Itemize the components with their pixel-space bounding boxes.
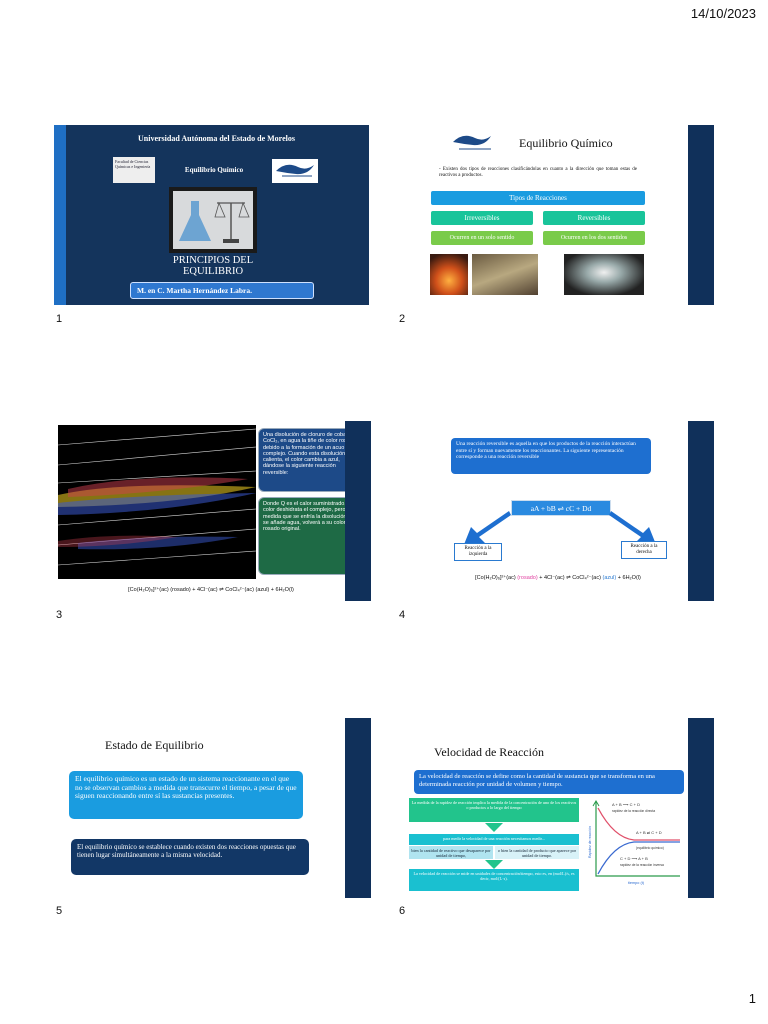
cobalt-equation: [Co(H₂O)₆]²⁺(ac) (rosado) + 4Cl⁻(ac) ⇌ C…: [128, 587, 294, 593]
flow-step-3a: bien la cantidad de reactivo que desapar…: [409, 846, 493, 859]
slide-number-6: 6: [399, 905, 406, 917]
graph-bottom-caption: rapidez de la reacción inversa: [620, 863, 664, 867]
slide-4[interactable]: Una reacción reversible es aquella en qu…: [399, 421, 714, 601]
farmacia-logo: [272, 159, 318, 183]
flow-arrow-1: [485, 823, 503, 832]
equilibrium-condition: El equilibrio químico se establece cuand…: [71, 839, 309, 875]
general-reaction: aA + bB ⇌ cC + Dd: [511, 500, 611, 516]
fire-photo: [430, 254, 468, 295]
slide-subtitle: Equilibrio Químico: [184, 166, 244, 174]
flow-step-3b: o bien la cantidad de producto que apare…: [495, 846, 579, 859]
slide-number-5: 5: [56, 905, 63, 917]
lab-glassware-photo: [169, 187, 257, 253]
slide-number-1: 1: [56, 313, 63, 325]
reaction-photo: [472, 254, 538, 295]
graph-top-caption: rapidez de la reacción directa: [612, 809, 655, 813]
cobalt-equation-colored: [Co(H₂O)₆]²⁺(ac) (rosado) + 4Cl⁻(ac) ⇌ C…: [413, 575, 703, 581]
flow-arrow-2: [485, 860, 503, 869]
slide-sidebar: [345, 421, 371, 601]
slide-description: - Existen dos tipos de reacciones clasif…: [439, 167, 637, 178]
slide-number-2: 2: [399, 313, 406, 325]
spectrum-image: [57, 425, 257, 579]
eq-pink-label: (rosado): [517, 575, 538, 581]
slide-2[interactable]: Equilibrio Químico - Existen dos tipos d…: [399, 125, 714, 305]
presentation-title: PRINCIPIOS DEL EQUILIBRIO: [172, 255, 254, 277]
two-way-label: Ocurren en los dos sentidos: [543, 231, 645, 245]
graph-x-label: tiempo (t): [628, 881, 645, 885]
author-banner: M. en C. Martha Hernández Labra.: [130, 282, 314, 299]
university-name: Universidad Autónoma del Estado de Morel…: [138, 134, 295, 143]
reaction-types-header: Tipos de Reacciones: [431, 191, 645, 205]
page-date: 14/10/2023: [690, 6, 756, 21]
flask-photo: [564, 254, 644, 295]
slide-6[interactable]: Velocidad de Reacción La velocidad de re…: [399, 718, 714, 898]
accent-stripe: [54, 125, 66, 305]
slide-3[interactable]: Una disolución de cloruro de cobalto, Co…: [56, 421, 371, 601]
slide-title: Estado de Equilibrio: [105, 738, 204, 752]
eq-blue-label: (azul): [602, 575, 617, 581]
faculty-logo-left: Facultad de Ciencias Químicas e Ingenier…: [113, 157, 155, 183]
one-way-label: Ocurren en un solo sentido: [431, 231, 533, 245]
flow-step-1: La medida de la rapidez de reacción impl…: [409, 798, 579, 822]
eq-reactant: [Co(H₂O)₆]²⁺(ac): [475, 575, 516, 581]
slide-number-3: 3: [56, 609, 63, 621]
graph-mid-reaction: A + B ⇌ C + D: [636, 830, 662, 835]
slide-number-4: 4: [399, 609, 406, 621]
slide-sidebar: [345, 718, 371, 898]
graph-bottom-reaction: C + D ⟶ A + B: [620, 856, 648, 861]
graph-y-label: Rapidez de reacción: [588, 826, 592, 858]
eq-product: + 6H₂O(l): [617, 575, 641, 581]
equilibrium-definition: El equilibrio químico es un estado de un…: [69, 771, 303, 819]
flow-step-2: para medir la velocidad de una reacción …: [409, 834, 579, 845]
slide-5[interactable]: Estado de Equilibrio El equilibrio quími…: [56, 718, 371, 898]
right-reaction-label: Reacción a la derecha: [621, 541, 667, 559]
graph-mid-caption: (equilibrio químico): [636, 846, 664, 850]
left-reaction-label: Reacción a la izquierda: [454, 543, 502, 561]
slide-sidebar: [688, 718, 714, 898]
irreversible-label: Irreversibles: [431, 211, 533, 225]
slide-1[interactable]: Universidad Autónoma del Estado de Morel…: [54, 125, 369, 305]
slide-sidebar: [688, 125, 714, 305]
direction-arrows: [463, 511, 657, 547]
farmacia-logo: [451, 130, 497, 156]
slide-sidebar: [688, 421, 714, 601]
slide-title: Velocidad de Reacción: [434, 745, 544, 759]
rate-definition: La velocidad de reacción se define como …: [414, 770, 684, 794]
page-number: 1: [748, 991, 756, 1006]
rate-graph: A + B ⟶ C + D rapidez de la reacción dir…: [584, 798, 684, 888]
reversible-definition: Una reacción reversible es aquella en qu…: [451, 438, 651, 474]
eq-middle: + 4Cl⁻(ac) ⇌ CoCl₄²⁻(ac): [539, 575, 601, 581]
flow-step-4: La velocidad de reacción se mide en unid…: [409, 869, 579, 891]
graph-top-reaction: A + B ⟶ C + D: [612, 802, 640, 807]
slide-title: Equilibrio Químico: [519, 136, 613, 150]
reversible-label: Reversibles: [543, 211, 645, 225]
